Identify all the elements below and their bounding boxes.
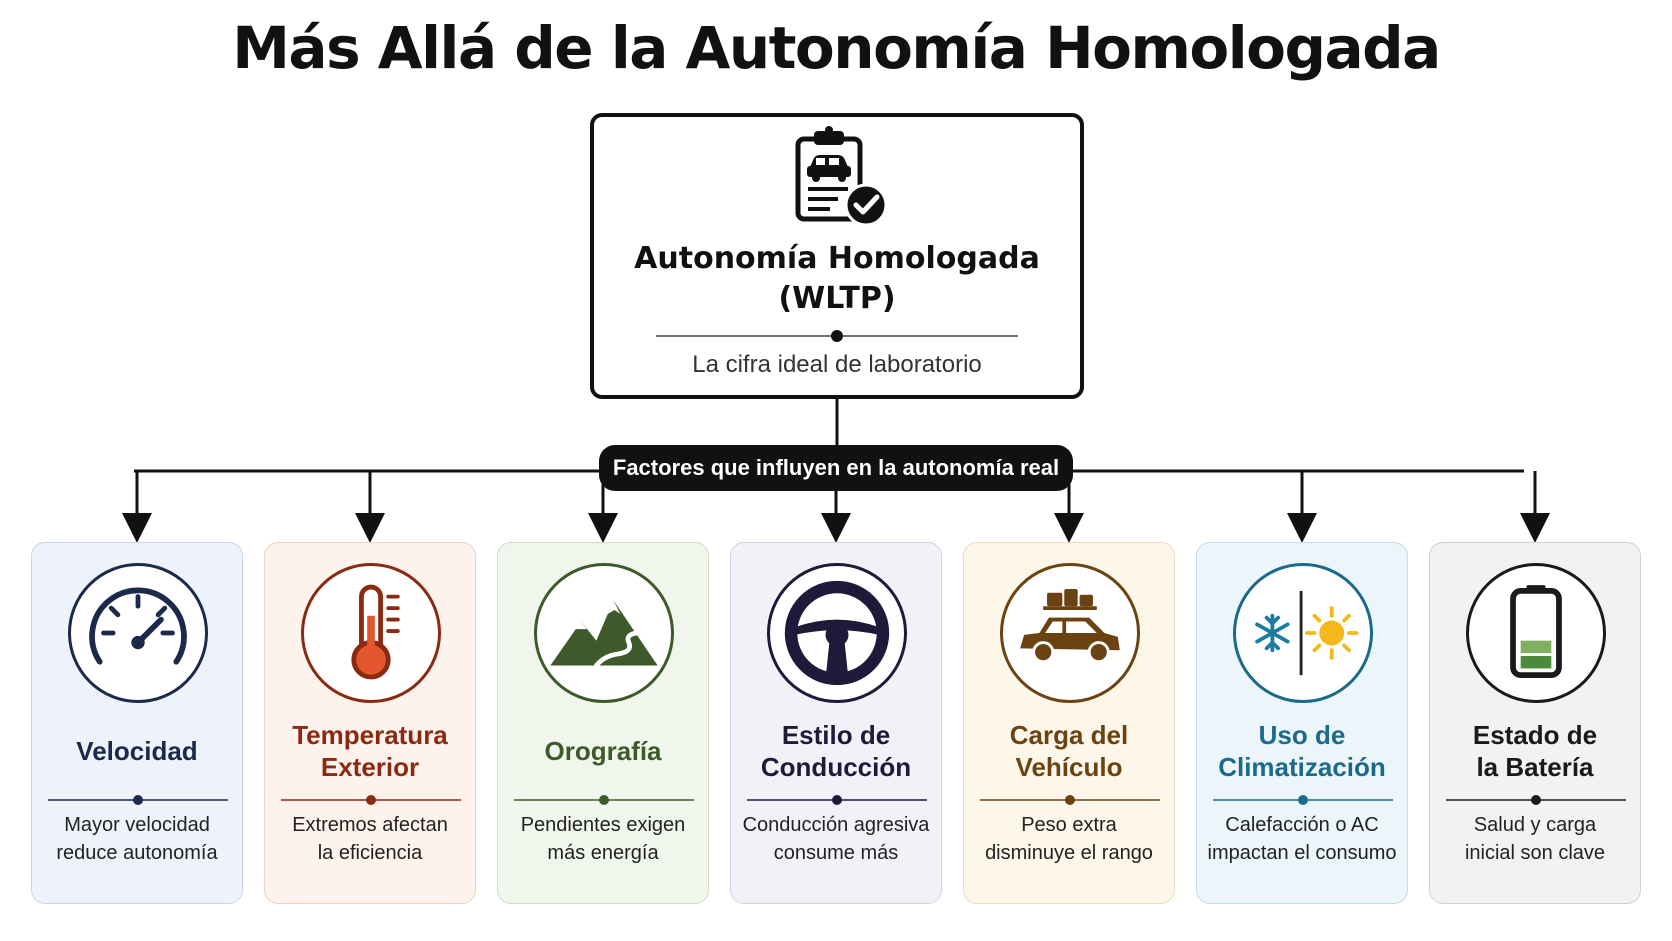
factor-card-title: Orografía [544,736,662,766]
main-concept-subtitle: La cifra ideal de laboratorio [692,351,982,378]
factor-card-description: Mayor velocidad reduce autonomía [56,814,218,864]
main-divider [656,330,1018,342]
factor-card-title: Estilo de Conducción [760,720,912,782]
mountains-icon [534,563,674,703]
factor-card-divider [48,795,228,805]
factors-label: Factores que influyen en la autonomía re… [599,445,1073,491]
speedometer-icon [68,563,208,703]
factor-card-divider [281,795,461,805]
factor-card-divider [514,795,694,805]
factor-card-divider [980,795,1160,805]
main-concept-title: Autonomía Homologada (WLTP) [634,241,1040,316]
page-title: Más Allá de la Autonomía Homologada [232,14,1441,82]
factor-card-title: Temperatura Exterior [292,720,448,782]
factor-card-description: Pendientes exigen más energía [520,814,686,864]
factor-card-description: Calefacción o AC impactan el consumo [1207,814,1397,864]
factor-card-title: Velocidad [76,736,198,766]
factor-card-description: Extremos afectan la eficiencia [292,814,448,864]
main-concept-box: Autonomía Homologada (WLTP) La cifra ide… [590,113,1084,399]
snowflake-sun-icon [1233,563,1373,703]
factor-card-title: Carga del Vehículo [1009,720,1129,782]
clipboard-car-check-icon [790,125,894,229]
loaded-car-icon [1000,563,1140,703]
battery-icon [1466,563,1606,703]
factor-card-description: Peso extra disminuye el rango [985,814,1153,864]
steering-wheel-icon [767,563,907,703]
factor-card-divider [1213,795,1393,805]
thermometer-icon [301,563,441,703]
factor-card-divider [747,795,927,805]
factor-card-title: Uso de Climatización [1218,720,1386,782]
factor-card-description: Salud y carga inicial son clave [1464,814,1606,864]
factor-card-description: Conducción agresiva consume más [742,814,930,864]
factor-card-title: Estado de la Batería [1472,720,1598,782]
factor-card-divider [1446,795,1626,805]
